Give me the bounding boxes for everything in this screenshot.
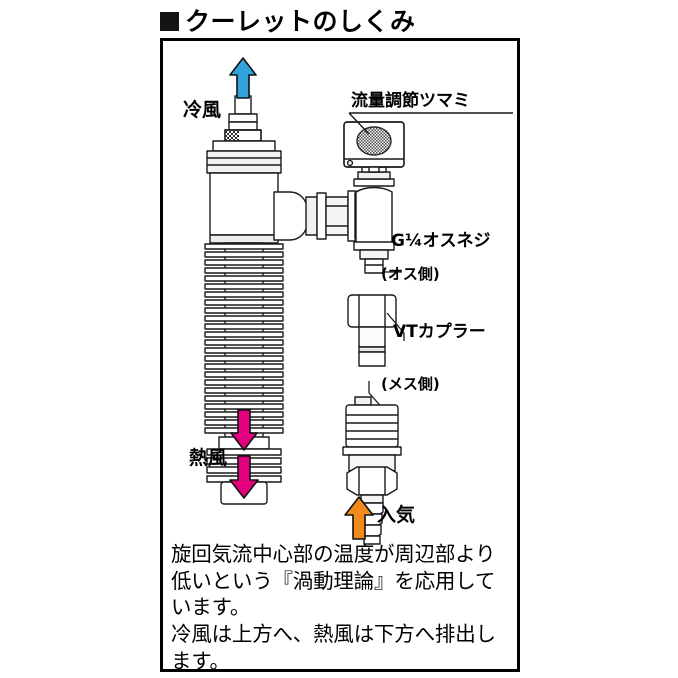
generator-body bbox=[206, 140, 282, 244]
flow-control-valve bbox=[353, 166, 395, 274]
description-line-4: 冷風は上方へ、熱風は下方へ排出し bbox=[171, 621, 496, 646]
flow-control-knob bbox=[343, 121, 405, 173]
intake-arrow-icon bbox=[344, 496, 374, 540]
finned-hot-air-tube bbox=[204, 242, 284, 442]
description-line-2: 低いという『渦動理論』を応用して bbox=[171, 568, 496, 593]
label-cold-air: 冷風 bbox=[183, 99, 222, 121]
label-hot-air: 熱風 bbox=[189, 447, 228, 469]
label-g14-thread: G¼オスネジ bbox=[391, 231, 491, 251]
page-title: クーレットのしくみ bbox=[160, 4, 416, 38]
label-flow-control-knob: 流量調節ツマミ bbox=[351, 91, 470, 111]
page-title-text: クーレットのしくみ bbox=[185, 6, 416, 36]
cold-air-arrow-icon bbox=[229, 57, 257, 99]
cold-air-outlet-nozzle bbox=[224, 95, 262, 142]
black-square-bullet-icon bbox=[160, 11, 179, 31]
label-male-side: (オス側) bbox=[381, 265, 440, 283]
diagram-stage: 冷風 流量調節ツマミ G¼オスネジ (オス側) VTカプラー (メス側) 熱風 … bbox=[163, 41, 517, 669]
description-line-5: ます。 bbox=[171, 648, 230, 673]
description-line-1: 旋回気流中心部の温度が周辺部より bbox=[171, 542, 496, 566]
diagram-panel: 冷風 流量調節ツマミ G¼オスネジ (オス側) VTカプラー (メス側) 熱風 … bbox=[160, 38, 520, 674]
vortex-tube-cooler-drawing bbox=[204, 57, 513, 545]
flow-knob-leader-line bbox=[348, 112, 513, 135]
label-intake: 入気 bbox=[377, 504, 416, 526]
side-outlet-elbow bbox=[273, 190, 357, 242]
label-vt-coupler: VTカプラー bbox=[393, 322, 486, 342]
label-female-side: (メス側) bbox=[381, 375, 440, 393]
hot-air-arrow-icon bbox=[229, 409, 259, 499]
vt-coupler-male bbox=[347, 294, 397, 367]
description-text: 旋回気流中心部の温度が周辺部より 低いという『渦動理論』を応用して います。 冷… bbox=[171, 541, 519, 674]
description-line-3: います。 bbox=[171, 595, 251, 620]
vt-coupler-female bbox=[342, 396, 402, 496]
